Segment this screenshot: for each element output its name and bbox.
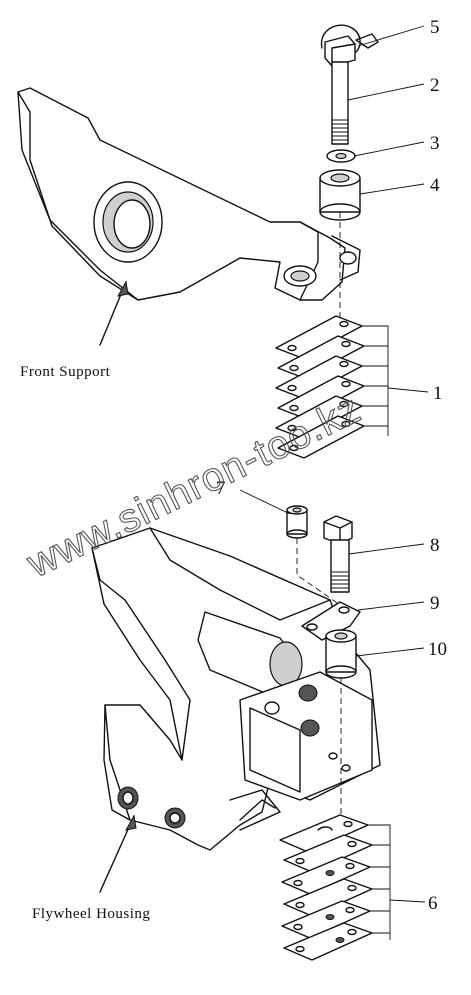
- callout-1: 1: [433, 383, 443, 404]
- front-support-label: Front Support: [20, 364, 111, 380]
- flywheel-housing-arrowhead: [125, 814, 137, 831]
- callout-3: 3: [430, 133, 440, 154]
- leader-8: [348, 543, 425, 555]
- leader-10: [355, 647, 425, 657]
- leader-5: [357, 25, 425, 47]
- spacer-10-part: [325, 629, 357, 679]
- bolt-8-part: [323, 515, 353, 593]
- plate-9-part: [301, 601, 361, 641]
- callout-6: 6: [428, 893, 438, 914]
- leader-9: [357, 601, 425, 611]
- callout-2: 2: [430, 75, 440, 96]
- leader-7: [239, 489, 291, 515]
- leader-3: [353, 141, 425, 157]
- bolt-2-part: [324, 35, 356, 145]
- callout-8: 8: [430, 535, 440, 556]
- flywheel-housing-part: [91, 527, 381, 851]
- shim-stack-1: [275, 315, 429, 459]
- shim-bracket-1: [362, 325, 429, 436]
- leader-2: [347, 83, 425, 101]
- callout-9: 9: [430, 593, 440, 614]
- shim-bracket-6: [368, 824, 426, 940]
- callout-4: 4: [430, 175, 440, 196]
- washer-3-part: [326, 149, 356, 163]
- leader-4: [359, 183, 425, 195]
- front-support-part: [17, 87, 361, 301]
- callout-7: 7: [216, 478, 226, 499]
- center-line-spacer-7: [296, 538, 341, 606]
- shim-plate: [281, 900, 371, 939]
- shim-stack-6: [279, 814, 426, 961]
- spacer-4-part: [319, 169, 361, 221]
- callout-5: 5: [430, 17, 440, 38]
- flywheel-housing-label: Flywheel Housing: [32, 906, 150, 922]
- front-support-arrowhead: [117, 280, 129, 297]
- callout-10: 10: [428, 639, 447, 660]
- spacer-7-part: [286, 505, 308, 539]
